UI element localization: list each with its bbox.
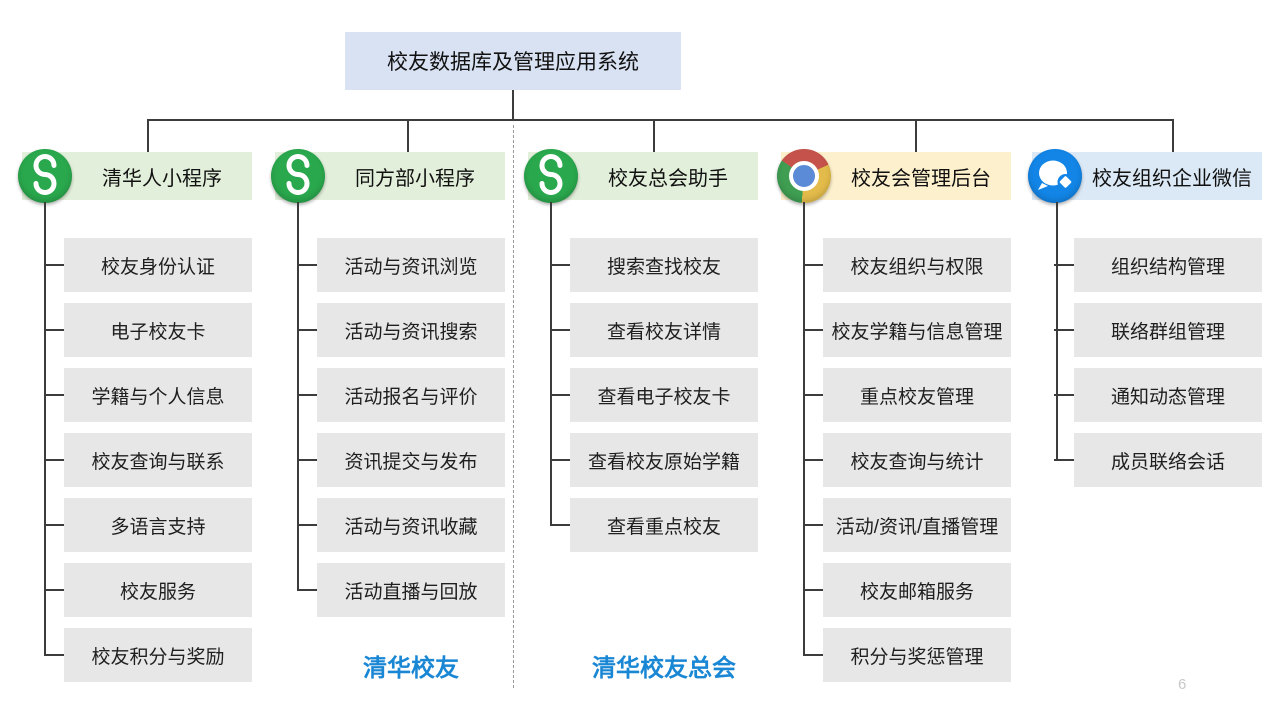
column-header-qinghuaren-miniprogram: 清华人小程序 xyxy=(18,149,252,203)
connector-drop-col4 xyxy=(915,119,917,152)
feature-node: 活动直播与回放 xyxy=(297,563,505,617)
feature-node: 查看重点校友 xyxy=(550,498,758,552)
feature-node: 活动报名与评价 xyxy=(297,368,505,422)
diagram-title: 校友数据库及管理应用系统 xyxy=(345,32,681,90)
group-label-qinghua-xiaoyou: 清华校友 xyxy=(363,655,459,682)
feature-node: 资讯提交与发布 xyxy=(297,433,505,487)
feature-node: 查看校友原始学籍 xyxy=(550,433,758,487)
column-connector-line xyxy=(44,202,46,655)
column-header-tongfangbu-miniprogram: 同方部小程序 xyxy=(271,149,505,203)
feature-node: 活动与资讯浏览 xyxy=(297,238,505,292)
connector-drop-col1 xyxy=(147,119,149,152)
feature-node: 组织结构管理 xyxy=(1054,238,1262,292)
feature-node: 搜索查找校友 xyxy=(550,238,758,292)
feature-node: 查看校友详情 xyxy=(550,303,758,357)
column-header-label: 同方部小程序 xyxy=(355,167,475,190)
column-header-label: 校友会管理后台 xyxy=(851,167,991,190)
feature-node: 活动/资讯/直播管理 xyxy=(803,498,1011,552)
column-connector-line xyxy=(550,202,552,525)
column-connector-line xyxy=(297,202,299,590)
feature-node: 成员联络会话 xyxy=(1054,433,1262,487)
column-items-tongfangbu: 活动与资讯浏览 活动与资讯搜索 活动报名与评价 资讯提交与发布 活动与资讯收藏 … xyxy=(297,238,505,617)
feature-node: 多语言支持 xyxy=(44,498,252,552)
connector-title-stem xyxy=(512,90,514,119)
column-items-admin-backend: 校友组织与权限 校友学籍与信息管理 重点校友管理 校友查询与统计 活动/资讯/直… xyxy=(803,238,1011,682)
column-header-label: 清华人小程序 xyxy=(102,167,222,190)
wechat-mini-program-icon xyxy=(18,149,72,203)
wechat-mini-program-icon xyxy=(271,149,325,203)
feature-node: 联络群组管理 xyxy=(1054,303,1262,357)
feature-node: 校友学籍与信息管理 xyxy=(803,303,1011,357)
feature-node: 活动与资讯搜索 xyxy=(297,303,505,357)
wecom-icon xyxy=(1028,149,1082,203)
column-items-zonghui-zhushou: 搜索查找校友 查看校友详情 查看电子校友卡 查看校友原始学籍 查看重点校友 xyxy=(550,238,758,552)
feature-node: 积分与奖惩管理 xyxy=(803,628,1011,682)
column-connector-line xyxy=(803,202,805,655)
feature-node: 校友查询与联系 xyxy=(44,433,252,487)
feature-node: 校友服务 xyxy=(44,563,252,617)
feature-node: 校友邮箱服务 xyxy=(803,563,1011,617)
feature-node: 电子校友卡 xyxy=(44,303,252,357)
column-header-label: 校友组织企业微信 xyxy=(1092,167,1252,190)
connector-drop-col2 xyxy=(407,119,409,152)
wechat-mini-program-icon xyxy=(524,149,578,203)
feature-node: 校友组织与权限 xyxy=(803,238,1011,292)
column-items-wecom: 组织结构管理 联络群组管理 通知动态管理 成员联络会话 xyxy=(1054,238,1262,487)
feature-node: 通知动态管理 xyxy=(1054,368,1262,422)
column-header-wecom: 校友组织企业微信 xyxy=(1028,149,1262,203)
connector-drop-col5 xyxy=(1172,119,1174,152)
page-number: 6 xyxy=(1178,676,1187,693)
column-items-qinghuaren: 校友身份认证 电子校友卡 学籍与个人信息 校友查询与联系 多语言支持 校友服务 … xyxy=(44,238,252,682)
column-header-xiaoyou-zonghui-zhushou: 校友总会助手 xyxy=(524,149,758,203)
column-header-admin-backend: 校友会管理后台 xyxy=(777,149,1011,203)
connector-drop-col3 xyxy=(653,119,655,152)
column-header-label: 校友总会助手 xyxy=(608,167,728,190)
group-label-qinghua-xiaoyou-zonghui: 清华校友总会 xyxy=(592,655,736,682)
feature-node: 重点校友管理 xyxy=(803,368,1011,422)
feature-node: 学籍与个人信息 xyxy=(44,368,252,422)
column-connector-line xyxy=(1056,202,1058,460)
feature-node: 校友积分与奖励 xyxy=(44,628,252,682)
chrome-browser-icon xyxy=(777,149,831,203)
feature-node: 查看电子校友卡 xyxy=(550,368,758,422)
feature-node: 校友查询与统计 xyxy=(803,433,1011,487)
feature-node: 活动与资讯收藏 xyxy=(297,498,505,552)
feature-node: 校友身份认证 xyxy=(44,238,252,292)
group-divider-dashed-line xyxy=(513,125,514,688)
connector-horizontal-bar xyxy=(147,119,1174,121)
chrome-browser-icon-center xyxy=(789,161,819,191)
